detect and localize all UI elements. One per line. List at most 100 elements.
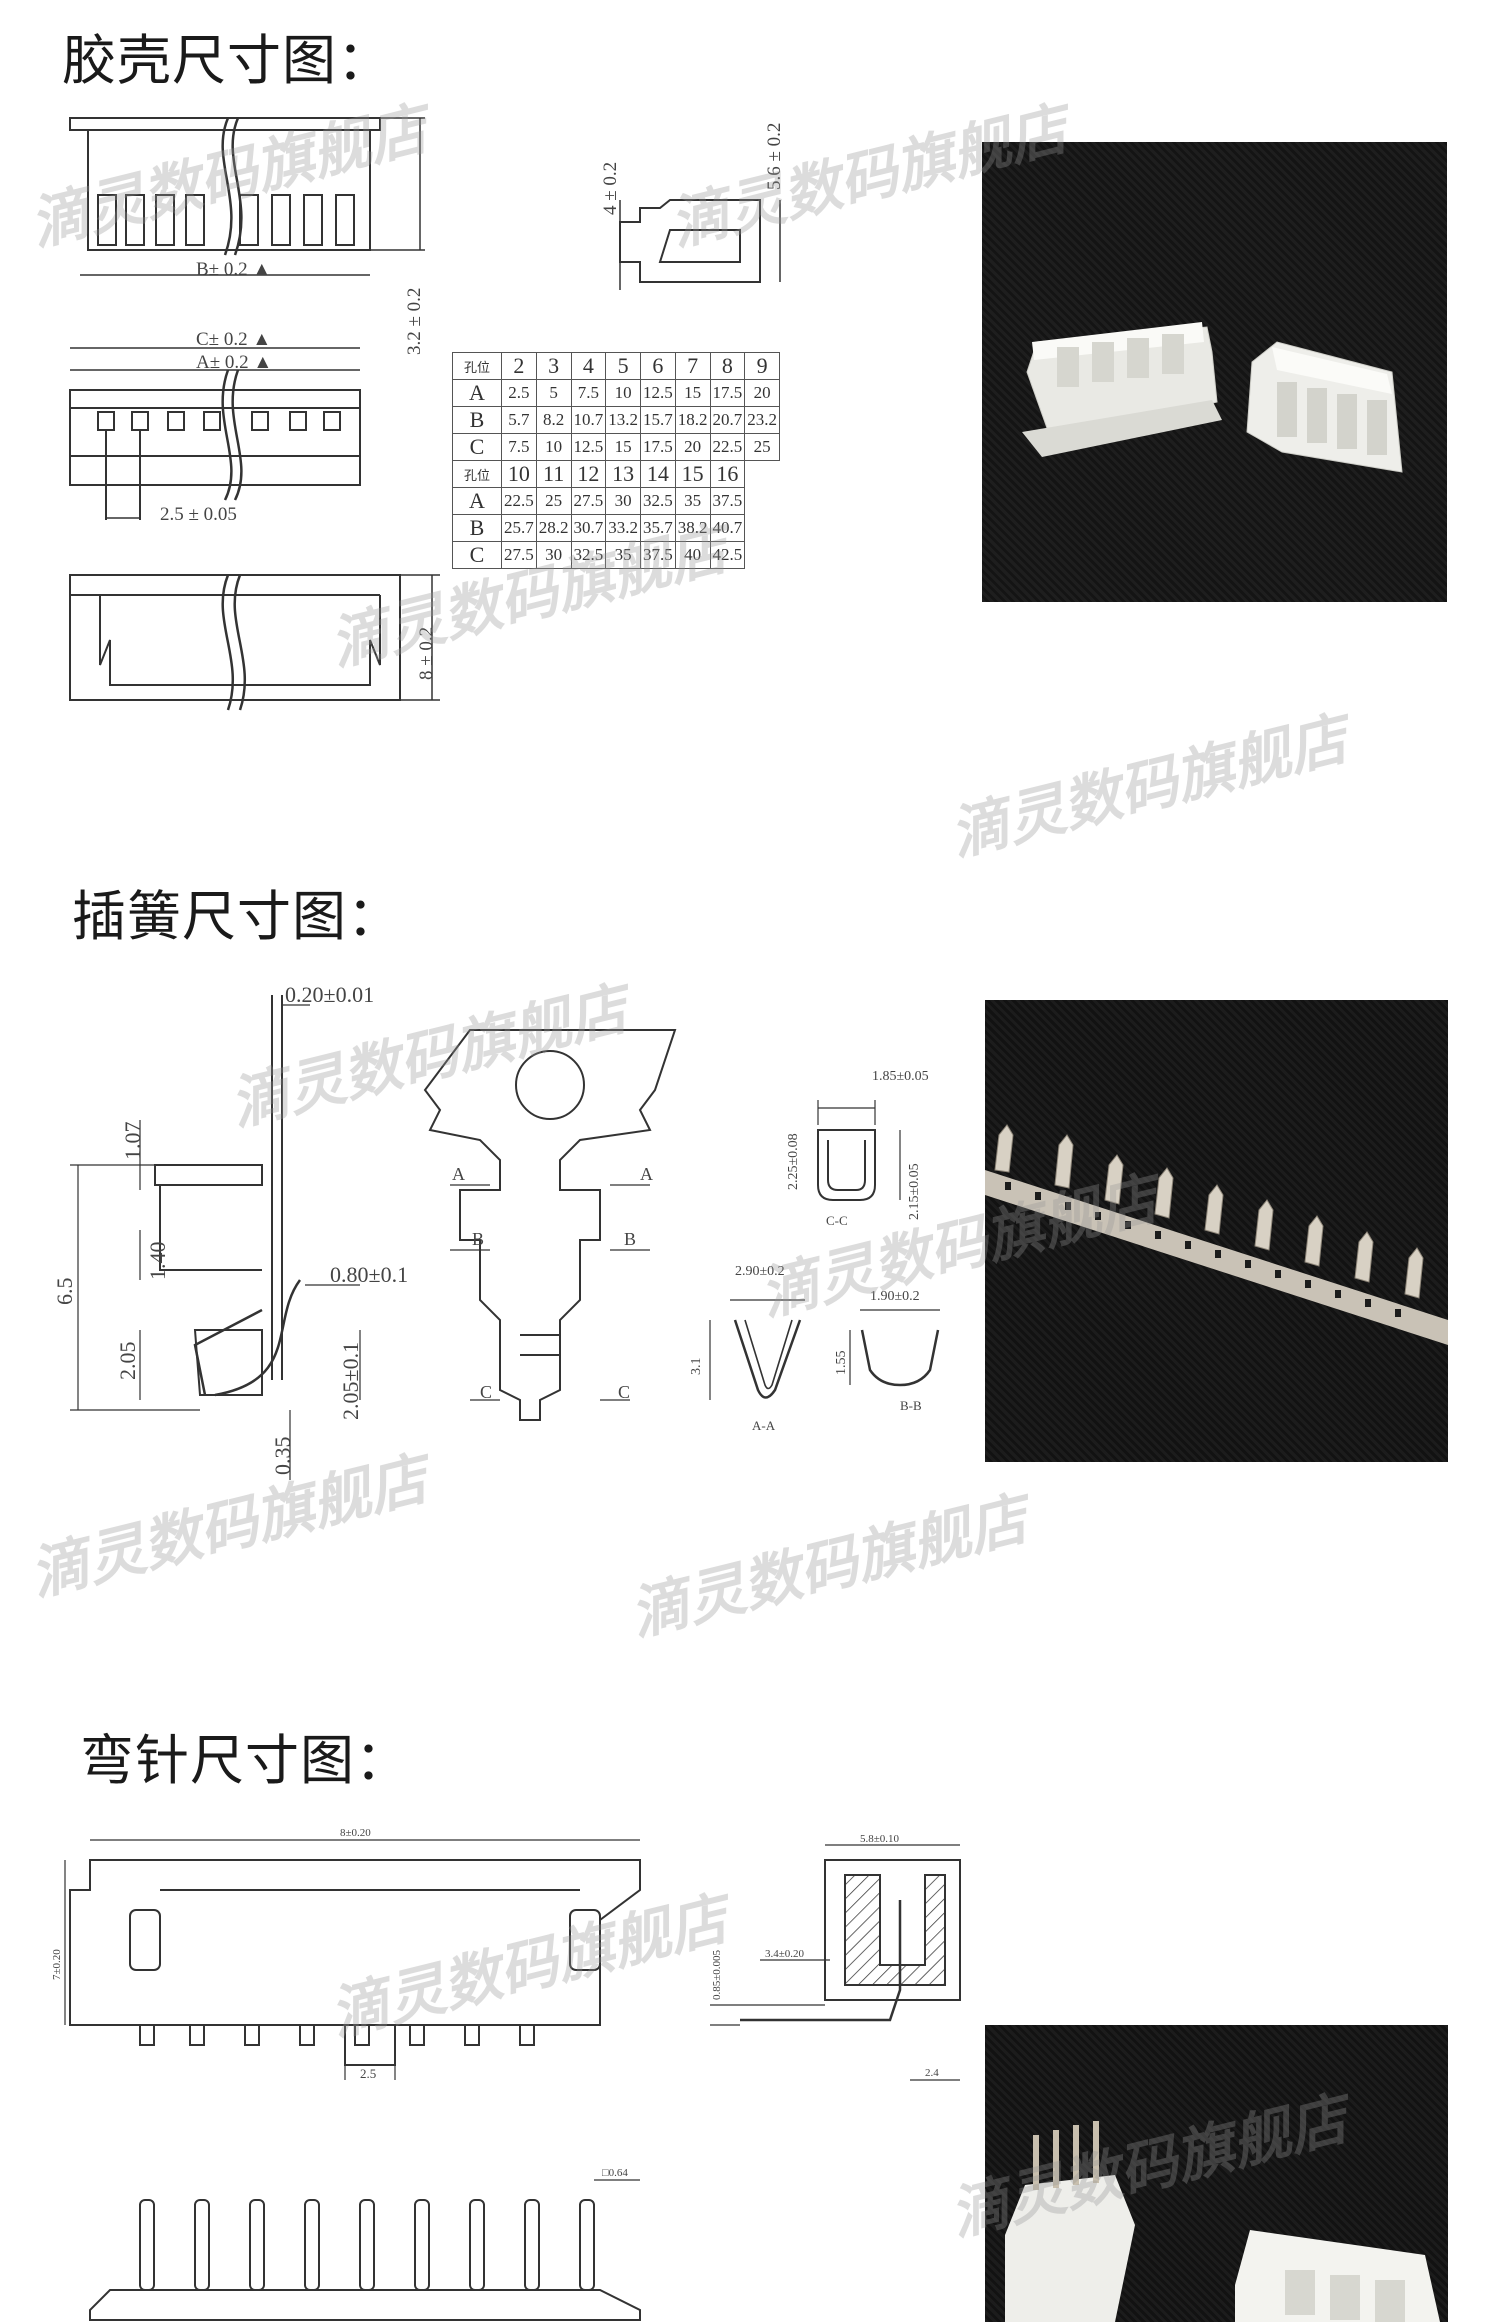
- terminal-photo: [985, 1000, 1448, 1462]
- label-a-right: A: [640, 1164, 653, 1184]
- table-cell: 30: [535, 541, 572, 569]
- table-cell: 25: [744, 433, 780, 461]
- table-cell: 42.5: [709, 541, 746, 569]
- table-row: 孔位 10 11 12 13 14 15 16: [452, 460, 780, 488]
- header-part-right: [1235, 2230, 1440, 2322]
- housing-photo: [982, 142, 1447, 602]
- table-cell: B: [452, 406, 502, 434]
- table-cell: A: [452, 379, 502, 407]
- dim-t020: 0.20±0.01: [285, 982, 374, 1007]
- table-cell: 7: [674, 352, 711, 380]
- table-cell: 10.7: [570, 406, 607, 434]
- housing-section-view: [69, 574, 401, 701]
- dim-t31: 3.1: [689, 1358, 704, 1376]
- watermark-7: 滴灵数码旗舰店: [23, 1444, 434, 1609]
- dim-h-58: 5.8±0.10: [860, 1833, 900, 1845]
- dim-t035: 0.35: [270, 1437, 295, 1476]
- table-cell: 8: [709, 352, 746, 380]
- table-cell: 16: [709, 460, 746, 488]
- table-cell: 15.7: [640, 406, 676, 434]
- housing-side-view: [619, 199, 761, 283]
- dim-t215: 2.15±0.05: [907, 1163, 922, 1220]
- label-aa: A-A: [752, 1418, 776, 1433]
- dim-t185: 1.85±0.05: [872, 1069, 929, 1084]
- table-cell: 5.7: [501, 406, 537, 434]
- table-cell: 3: [535, 352, 572, 380]
- table-cell: 12.5: [640, 379, 676, 407]
- table-cell: 40.7: [709, 514, 746, 542]
- terminal-strip: [985, 1124, 1448, 1345]
- dim-t65: 6.5: [52, 1278, 77, 1306]
- housing-section-title: 胶壳尺寸图：: [62, 29, 392, 92]
- table-cell: C: [452, 541, 502, 569]
- dim-h-064: □0.64: [602, 2167, 628, 2179]
- table-cell: 孔位: [452, 352, 502, 380]
- table-cell: 2: [501, 352, 537, 380]
- terminal-drawing: 0.20±0.01 1.07 1.40 6.5 2.05 0.35 0.80±0…: [52, 982, 940, 1480]
- dim-t155: 1.55: [834, 1351, 849, 1376]
- label-b-left: B: [472, 1229, 484, 1249]
- dim-h-left: 7±0.20: [51, 1949, 63, 1980]
- dim-h4: 4 ± 0.2: [600, 162, 621, 215]
- housing-part-right: [1246, 341, 1403, 473]
- dim-t107: 1.07: [120, 1122, 145, 1161]
- table-row: A 22.5 25 27.5 30 32.5 35 37.5: [452, 487, 780, 515]
- dim-t190: 1.90±0.2: [870, 1289, 920, 1304]
- header-bottom-pins: [139, 2199, 595, 2291]
- terminal-section-title: 插簧尺寸图：: [72, 885, 402, 948]
- watermark-8: 滴灵数码旗舰店: [623, 1484, 1034, 1649]
- table-row: C 27.5 30 32.5 35 37.5 40 42.5: [452, 541, 780, 569]
- dim-b: B± 0.2 ▲: [196, 259, 271, 280]
- dim-a: A± 0.2 ▲: [196, 352, 272, 373]
- dim-h56: 5.6 ± 0.2: [764, 123, 785, 190]
- table-cell: 2.5: [501, 379, 537, 407]
- table-cell: 27.5: [501, 541, 537, 569]
- label-b-right: B: [624, 1229, 636, 1249]
- table-cell: 孔位: [452, 460, 502, 488]
- table-cell: 15: [674, 460, 711, 488]
- table-cell: 32.5: [570, 541, 607, 569]
- dim-h32: 3.2 ± 0.2: [404, 288, 425, 355]
- table-row: 孔位 2 3 4 5 6 7 8 9: [452, 352, 780, 380]
- table-row: B 5.7 8.2 10.7 13.2 15.7 18.2 20.7 23.2: [452, 406, 780, 434]
- housing-part-left: [1022, 322, 1222, 457]
- header-drawing: 8±0.20 7±0.20 2.5 5.8±0.10 0.85±0.005 3.…: [51, 1827, 961, 2321]
- dim-t140: 1.40: [145, 1242, 170, 1281]
- dim-h8: 8 ± 0.2: [416, 627, 437, 680]
- header-section-title: 弯针尺寸图：: [80, 1729, 410, 1792]
- table-cell: 35.7: [640, 514, 676, 542]
- header-photo: [985, 2025, 1448, 2322]
- dim-h-pitch: 2.5: [360, 2066, 376, 2081]
- dim-t080: 0.80±0.1: [330, 1262, 408, 1287]
- dim-pitch: 2.5 ± 0.05: [160, 504, 237, 525]
- label-a-left: A: [452, 1164, 465, 1184]
- table-cell: 6: [640, 352, 676, 380]
- dim-t205: 2.05: [115, 1342, 140, 1381]
- table-cell: 10: [535, 433, 572, 461]
- table-row: B 25.7 28.2 30.7 33.2 35.7 38.2 40.7: [452, 514, 780, 542]
- table-cell: 35: [605, 541, 641, 569]
- table-cell: A: [452, 487, 502, 515]
- dim-t205b: 2.05±0.1: [338, 1342, 363, 1420]
- table-cell: 23.2: [744, 406, 780, 434]
- table-cell: 14: [640, 460, 676, 488]
- housing-top-slots: [97, 194, 355, 246]
- table-cell: 15: [605, 433, 641, 461]
- pin-count-table: 孔位 2 3 4 5 6 7 8 9 A 2.5 5 7.5 10 12.5 1…: [452, 352, 780, 569]
- label-c-left: C: [480, 1382, 492, 1402]
- table-cell: 17.5: [709, 379, 746, 407]
- dim-h-085: 0.85±0.005: [711, 1949, 723, 2000]
- terminal-blank: [423, 1029, 677, 1421]
- dim-c: C± 0.2 ▲: [196, 329, 271, 350]
- table-cell: 20.7: [709, 406, 746, 434]
- header-front-body: [69, 1859, 641, 2026]
- dim-h-top: 8±0.20: [340, 1827, 371, 1839]
- label-bb: B-B: [900, 1398, 922, 1413]
- table-cell: 37.5: [640, 541, 676, 569]
- table-cell: 7.5: [570, 379, 607, 407]
- housing-front-pins: [97, 411, 341, 520]
- dim-h-34: 3.4±0.20: [765, 1948, 805, 1960]
- table-cell: 12.5: [570, 433, 607, 461]
- dim-h-24: 2.4: [925, 2067, 939, 2079]
- dim-t290: 2.90±0.2: [735, 1264, 785, 1279]
